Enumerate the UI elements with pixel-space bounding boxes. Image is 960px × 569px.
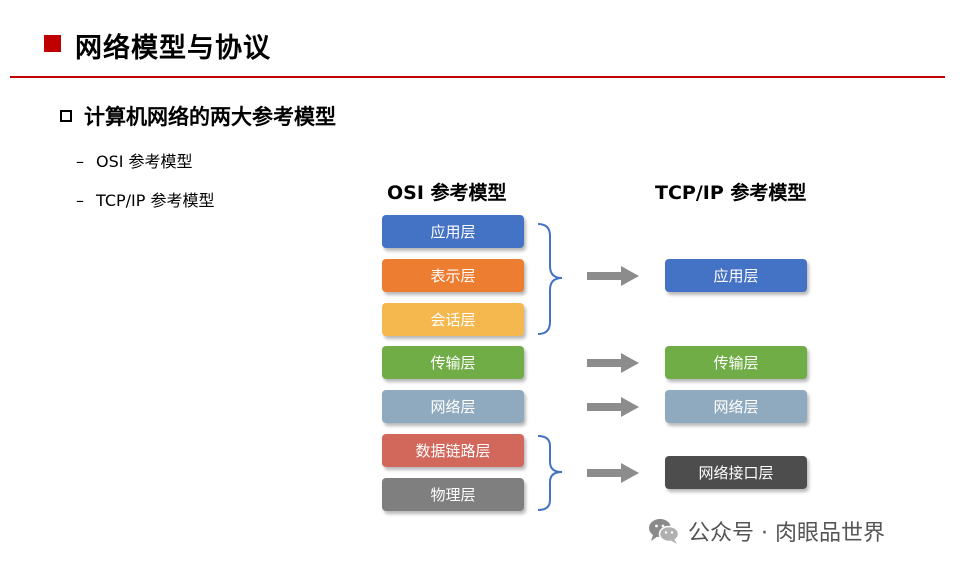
bullet-item-tcpip: –TCP/IP 参考模型	[76, 187, 215, 211]
brace-path	[537, 223, 563, 335]
osi-layer-transport: 传输层	[382, 346, 524, 379]
wechat-icon	[649, 519, 680, 544]
osi-layer-session: 会话层	[382, 303, 524, 336]
tcpip-layer-network: 网络层	[665, 390, 807, 423]
brace-upper-three-layers	[537, 223, 563, 335]
watermark-text: 公众号 · 肉眼品世界	[688, 521, 885, 546]
title-divider	[10, 76, 945, 78]
brace-lower-two-layers	[537, 435, 563, 511]
arrow-right-icon	[587, 397, 639, 417]
brace-path	[537, 435, 563, 511]
bullet-dash: –	[76, 191, 84, 210]
bullet-text: OSI 参考模型	[96, 152, 193, 171]
section-subtitle: 计算机网络的两大参考模型	[84, 105, 336, 129]
arrow-right-icon	[587, 266, 639, 286]
watermark: 公众号 · 肉眼品世界	[648, 515, 885, 547]
title-marker-square	[44, 35, 61, 52]
subtitle-bullet-box	[60, 110, 72, 122]
arrow-right-icon	[587, 353, 639, 373]
tcpip-layer-transport: 传输层	[665, 346, 807, 379]
arrow-right-icon	[587, 463, 639, 483]
bullet-item-osi: –OSI 参考模型	[76, 148, 193, 172]
osi-layer-physical: 物理层	[382, 478, 524, 511]
bullet-text: TCP/IP 参考模型	[96, 191, 215, 210]
osi-layer-application: 应用层	[382, 215, 524, 248]
tcpip-column-title: TCP/IP 参考模型	[655, 182, 807, 204]
osi-column-title: OSI 参考模型	[387, 182, 507, 204]
tcpip-layer-application: 应用层	[665, 259, 807, 292]
osi-layer-data-link: 数据链路层	[382, 434, 524, 467]
page-title: 网络模型与协议	[75, 33, 271, 64]
osi-layer-presentation: 表示层	[382, 259, 524, 292]
tcpip-layer-network-interface: 网络接口层	[665, 456, 807, 489]
osi-layer-network: 网络层	[382, 390, 524, 423]
bullet-dash: –	[76, 152, 84, 171]
